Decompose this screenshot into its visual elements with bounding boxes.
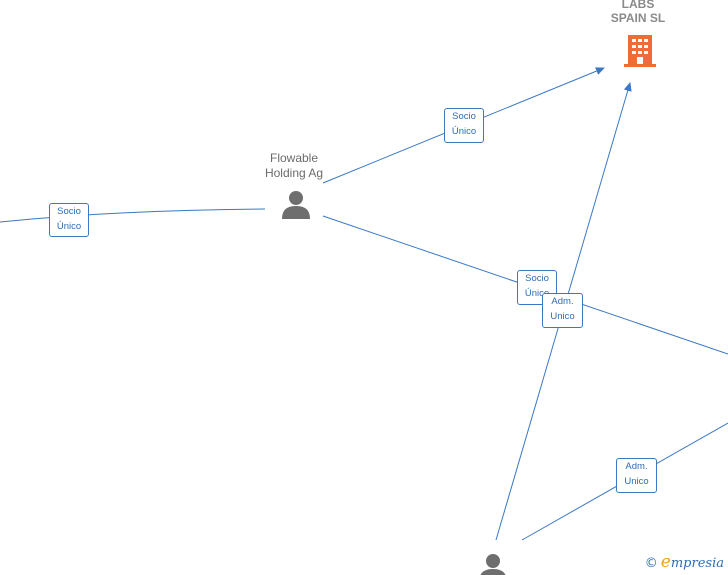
edge-label-line2: Único: [56, 221, 82, 232]
holding-name-line1: Flowable: [269, 151, 319, 165]
edge-left-to-holding: [0, 208, 266, 223]
empresia-watermark[interactable]: ©empresia: [645, 552, 724, 572]
edge-label-line2: Único: [451, 126, 477, 137]
edge-label-line1: Adm.: [625, 461, 648, 472]
edge-label-line1: Socio: [57, 206, 81, 217]
brand-rest: mpresia: [670, 556, 724, 571]
edge-label-line1: Socio: [525, 273, 549, 284]
edge-label-left-to-holding[interactable]: Socio Único: [49, 203, 89, 237]
company-name[interactable]: LABS SPAIN SL: [598, 0, 678, 25]
holding-name[interactable]: Flowable Holding Ag: [244, 151, 344, 181]
edge-label-bottom-to-right[interactable]: Adm. Unico: [616, 458, 657, 493]
copyright-icon: ©: [644, 556, 658, 571]
edge-label-line2: Unico: [550, 311, 575, 322]
edge-label-line2: Unico: [624, 476, 649, 487]
edge-label-line1: Adm.: [551, 296, 574, 307]
person-icon-bottom[interactable]: [478, 553, 508, 575]
brand-initial: e: [660, 552, 671, 572]
edge-label-holding-to-company[interactable]: Socio Único: [444, 108, 484, 143]
edge-label-line1: Socio: [452, 111, 476, 122]
company-name-line1: LABS: [621, 0, 655, 11]
building-icon[interactable]: [624, 33, 656, 69]
holding-name-line2: Holding Ag: [264, 166, 324, 180]
person-icon[interactable]: [281, 190, 311, 220]
edge-label-bottom-to-company[interactable]: Adm. Unico: [542, 293, 583, 328]
company-name-line2: SPAIN SL: [610, 11, 666, 25]
edge-label-line2: Único: [524, 288, 550, 299]
